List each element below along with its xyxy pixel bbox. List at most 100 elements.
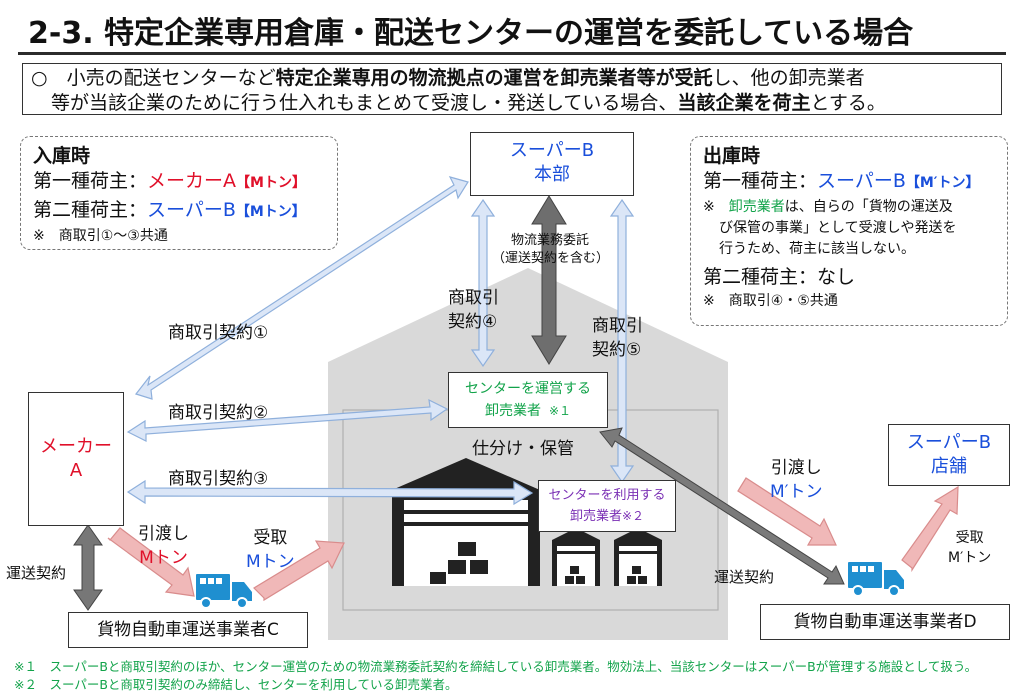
outbound-note-1: ※ 卸売業者は、自らの「貨物の運送及 び保管の事業」として受渡しや発送を 行うた… [703, 197, 995, 260]
sorting-storage-label: 仕分け・保管 [472, 439, 574, 459]
node-label: 卸売業者※２ [539, 506, 675, 527]
unit: 【Mトン】 [235, 204, 306, 220]
transport-arrow-left [73, 524, 103, 611]
inbound-note: ※ 商取引①～③共通 [33, 228, 168, 244]
label-line: 契約④ [448, 312, 498, 332]
label-deliver-left: 引渡し Mトン [138, 522, 189, 570]
label-line: M′トン [948, 550, 992, 566]
node-label: スーパーB [906, 432, 992, 453]
label-line: Mトン [246, 552, 295, 572]
node-label: 卸売業者 ※１ [449, 400, 607, 422]
label-line: 受取 [955, 530, 984, 546]
logistics-arrow [531, 195, 567, 365]
node-mark: ※２ [621, 509, 645, 523]
inbound-box: 入庫時 第一種荷主：メーカーA【Mトン】 第二種荷主：スーパーB【Mトン】 ※ … [20, 136, 338, 250]
note-mark: ※ [703, 199, 729, 215]
label-line: 物流業務委託 [510, 233, 589, 248]
intro-text: とする。 [810, 92, 886, 114]
unit: 【M′トン】 [905, 175, 980, 191]
warehouse-icon [552, 528, 600, 586]
note-highlight: 卸売業者 [728, 199, 785, 215]
truck-icon [848, 562, 904, 597]
intro-line-2: 等が当該企業のために行う仕入れもまとめて受渡し・発送している場合、当該企業を荷主… [31, 91, 993, 116]
footnote-2: ※２ スーパーBと商取引契約のみ締結し、センターを利用している卸売業者。 [14, 677, 458, 692]
label-line: M′トン [770, 482, 823, 502]
transport-arrow-right [599, 427, 845, 585]
label-contract-5: 商取引 契約⑤ [592, 314, 643, 362]
label-receive-right: 受取 M′トン [948, 528, 991, 568]
label-transport-left: 運送契約 [6, 564, 67, 582]
node-super-b-hq: スーパーB 本部 [470, 132, 634, 196]
label: 第一種荷主： [33, 170, 148, 192]
label-line: 引渡し [770, 458, 822, 478]
outbound-box: 出庫時 第一種荷主：スーパーB【M′トン】 ※ 卸売業者は、自らの「貨物の運送及… [690, 136, 1008, 326]
value: メーカーA [147, 170, 237, 192]
node-mark: ※１ [548, 404, 572, 418]
node-label: メーカー [40, 436, 112, 457]
contract-arrow-3 [126, 479, 534, 506]
title-underline [18, 52, 1006, 55]
node-label: センターを運営する [465, 381, 591, 397]
value: スーパーB [817, 170, 906, 192]
label-line: 受取 [253, 528, 288, 548]
label-contract-2: 商取引契約② [168, 403, 269, 423]
contract-arrow-4 [470, 198, 496, 368]
receive-arrow-left [253, 540, 345, 602]
label-logistics-outsourcing: 物流業務委託 （運送契約を含む） [492, 232, 610, 268]
deliver-arrow-left [107, 527, 195, 597]
node-label: スーパーB [509, 140, 595, 161]
node-label: 本部 [534, 164, 570, 185]
deliver-arrow-right [737, 477, 837, 546]
inbound-heading: 入庫時 [33, 145, 91, 167]
node-text: 卸売業者 [484, 403, 541, 419]
label-line: Mトン [139, 548, 188, 568]
label: 第一種荷主： [703, 170, 818, 192]
label-line: 引渡し [138, 524, 189, 544]
outbound-heading: 出庫時 [703, 145, 761, 167]
label-transport-right: 運送契約 [714, 568, 775, 586]
contract-arrow-2 [126, 398, 449, 442]
intro-emphasis: 当該企業を荷主 [677, 92, 811, 114]
page-title: 2-3. 特定企業専用倉庫・配送センターの運営を委託している場合 [28, 16, 914, 51]
node-super-b-store: スーパーB 店舗 [888, 424, 1010, 486]
node-carrier-d: 貨物自動車運送事業者D [760, 604, 1010, 640]
warehouse-icon [614, 528, 662, 586]
note-line: び保管の事業」として受渡しや発送を [719, 220, 957, 236]
label: 第二種荷主： [33, 199, 148, 221]
label-contract-4: 商取引 契約④ [448, 286, 499, 334]
inbound-first-shipper: 第一種荷主：メーカーA【Mトン】 [33, 168, 325, 197]
label-line: 契約⑤ [592, 340, 642, 360]
label-line: （運送契約を含む） [492, 251, 610, 266]
note-line: 行うため、荷主に該当しない。 [719, 241, 915, 257]
intro-text: 等が当該企業のために行う仕入れもまとめて受渡し・発送している場合、 [51, 92, 678, 114]
label-contract-1: 商取引契約① [168, 323, 269, 343]
intro-text: ○ 小売の配送センターなど [31, 67, 276, 89]
intro-text: し、他の卸売業者 [712, 67, 865, 89]
node-text: 卸売業者 [569, 509, 622, 524]
intro-line-1: ○ 小売の配送センターなど特定企業専用の物流拠点の運営を卸売業者等が受託し、他の… [31, 66, 993, 91]
footnote-1: ※１ スーパーBと商取引契約のほか、センター運営のための物流業務委託契約を締結し… [14, 659, 978, 674]
label-receive-left: 受取 Mトン [246, 526, 295, 574]
outbound-second-shipper: 第二種荷主：なし [703, 266, 856, 288]
inbound-second-shipper: 第二種荷主：スーパーB【Mトン】 [33, 197, 325, 226]
node-carrier-c: 貨物自動車運送事業者C [68, 612, 308, 648]
truck-icon [196, 574, 252, 609]
node-label: A [69, 460, 83, 481]
contract-arrow-1 [134, 176, 469, 400]
outbound-first-shipper: 第一種荷主：スーパーB【M′トン】 [703, 168, 995, 197]
label-line: 商取引 [448, 288, 499, 308]
label-line: 商取引 [592, 316, 643, 336]
intro-box: ○ 小売の配送センターなど特定企業専用の物流拠点の運営を卸売業者等が受託し、他の… [22, 63, 1002, 115]
node-maker-a: メーカー A [28, 392, 124, 526]
outbound-note-2: ※ 商取引④・⑤共通 [703, 293, 838, 309]
label-contract-3: 商取引契約③ [168, 469, 269, 489]
node-center-user: センターを利用する 卸売業者※２ [538, 480, 676, 532]
label-deliver-right: 引渡し M′トン [770, 456, 823, 504]
note-text: は、自らの「貨物の運送及 [784, 199, 953, 215]
receive-arrow-right [901, 485, 959, 573]
value: スーパーB [147, 199, 236, 221]
note-line: ※ 卸売業者は、自らの「貨物の運送及 [703, 197, 995, 218]
unit: 【Mトン】 [236, 175, 306, 191]
node-label: 店舗 [931, 456, 967, 477]
